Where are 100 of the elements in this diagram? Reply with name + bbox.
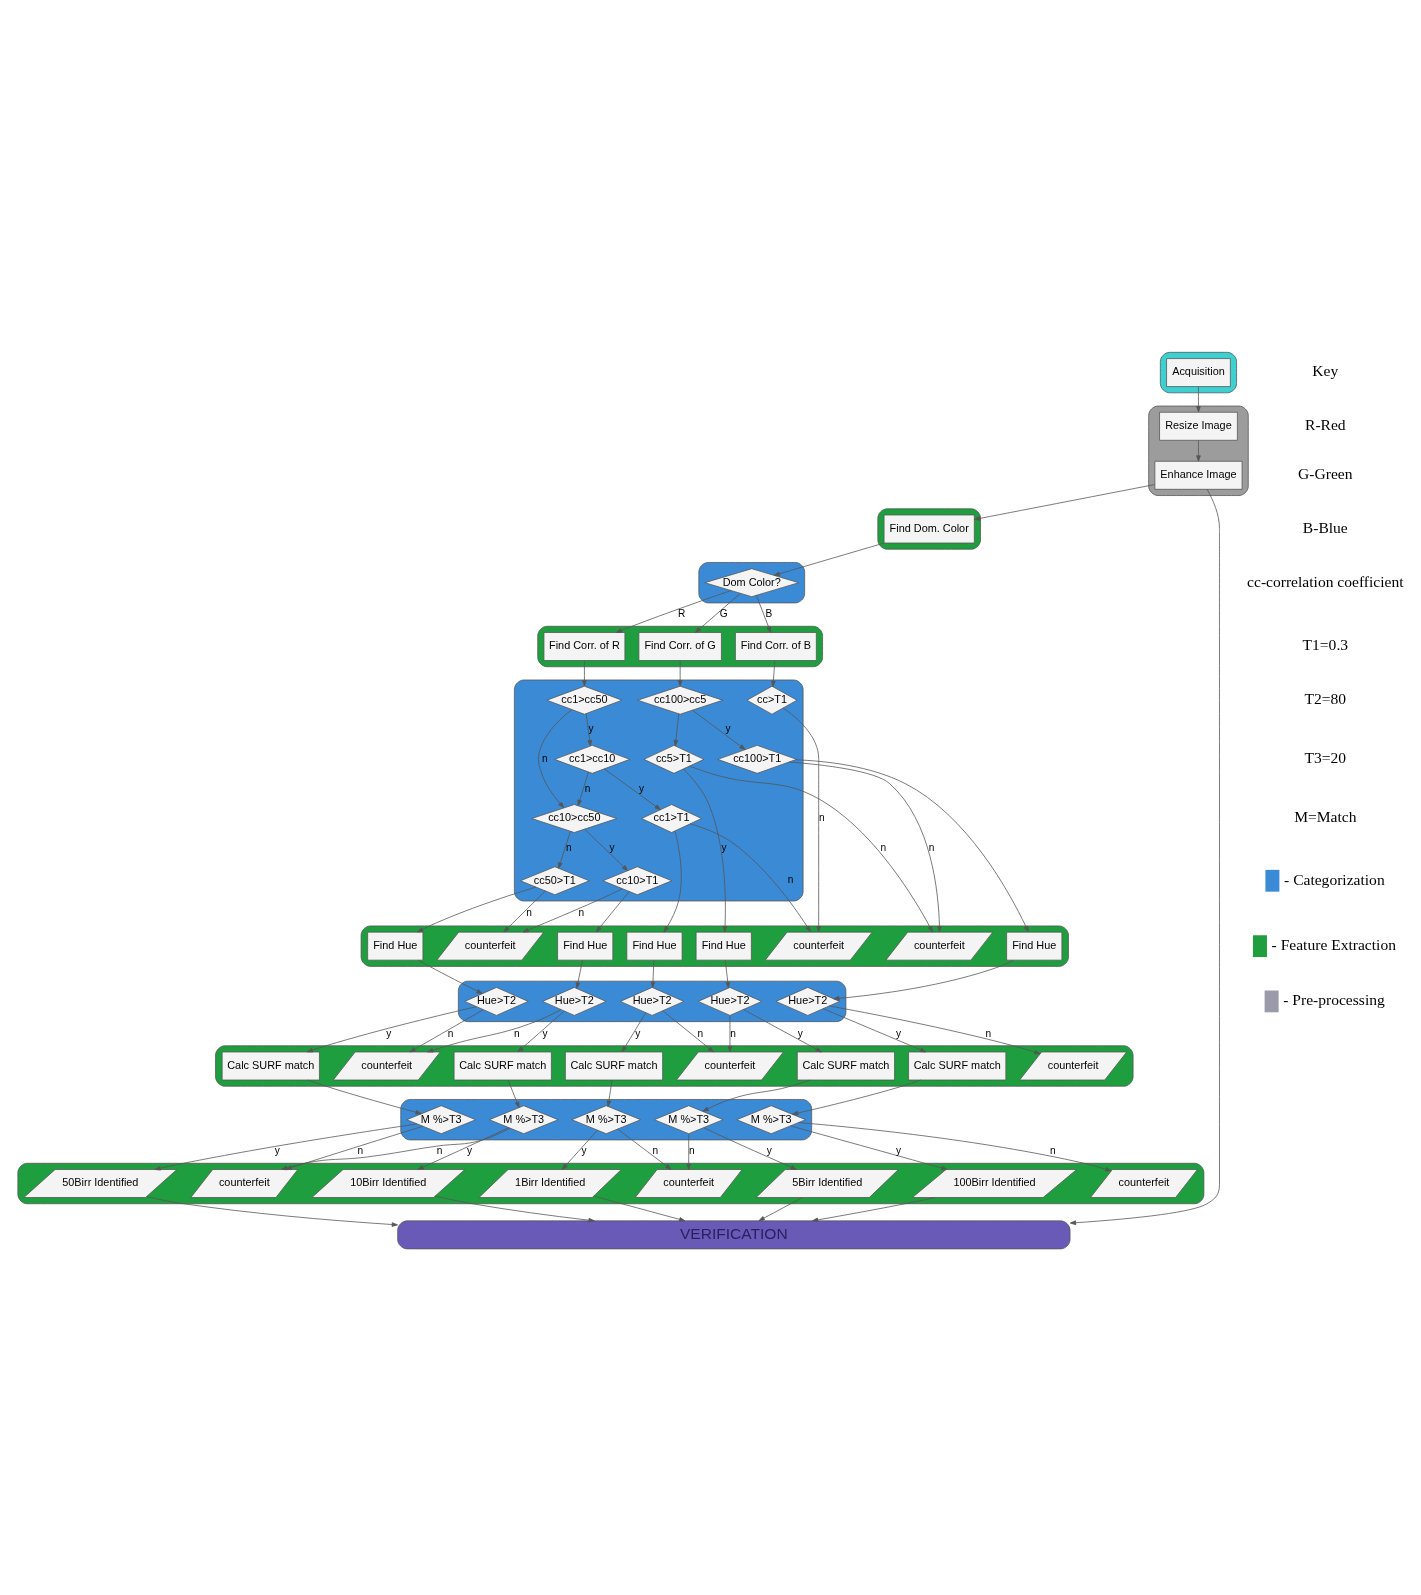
arrow <box>517 1010 565 1053</box>
arrow <box>790 1125 948 1171</box>
node-box: Calc SURF match <box>796 1051 895 1081</box>
edge-label: n <box>526 907 532 919</box>
edge-label: n <box>578 907 585 919</box>
legend-label: - Pre-processing <box>1283 991 1385 1009</box>
node-diamond: Hue>T2 <box>697 987 763 1016</box>
node-diamond: Hue>T2 <box>619 987 685 1016</box>
node-box: Find Hue <box>695 931 752 961</box>
label: G-Green <box>1298 465 1353 483</box>
label: T1=0.3 <box>1302 636 1349 654</box>
node-box: Calc SURF match <box>564 1051 664 1081</box>
arrow <box>662 1010 714 1053</box>
arrow <box>503 890 546 933</box>
label: B-Blue <box>1302 518 1348 536</box>
cluster <box>1159 351 1237 394</box>
arrow <box>792 1079 922 1116</box>
arrow <box>417 1127 509 1170</box>
arrow <box>575 959 583 989</box>
arrow <box>418 959 483 994</box>
arrow <box>409 1009 484 1053</box>
arrow <box>593 1195 686 1222</box>
arrow <box>1069 489 1220 1226</box>
legend-label: - Categorization <box>1284 870 1385 888</box>
arrow <box>595 891 630 933</box>
arrow <box>689 823 811 933</box>
arrow <box>833 959 1014 1001</box>
edge-label: n <box>985 1027 992 1039</box>
edge-label: y <box>581 1145 587 1157</box>
arrow <box>434 1195 595 1223</box>
arrow <box>558 830 571 869</box>
arrow <box>603 768 661 811</box>
node-diamond: Hue>T2 <box>542 987 607 1016</box>
arrow <box>703 1127 797 1170</box>
arrow <box>689 765 933 933</box>
arrow <box>773 542 885 576</box>
arrow <box>702 1079 811 1112</box>
edge-label: y <box>895 1145 901 1157</box>
arrow <box>307 1079 422 1115</box>
edge-label: n <box>447 1027 454 1039</box>
node-box: Calc SURF match <box>453 1051 552 1081</box>
arrow <box>615 590 732 633</box>
arrow <box>798 1122 1112 1172</box>
edge-label: n <box>566 841 572 853</box>
edge-label: n <box>689 1145 695 1157</box>
arrow <box>617 1128 672 1170</box>
arrow <box>507 1079 520 1108</box>
edge-label: y <box>635 1027 641 1039</box>
arrow <box>828 1005 1041 1055</box>
arrow <box>677 660 683 687</box>
node-diamond: cc50>T1 <box>520 866 590 896</box>
node-diamond: cc5>T1 <box>643 744 705 774</box>
arrow <box>673 713 680 747</box>
edge-label: y <box>386 1027 392 1039</box>
edge-label: n <box>1050 1145 1056 1157</box>
edge-label: y <box>721 841 727 853</box>
edge-label: n <box>787 874 794 886</box>
arrow <box>686 1133 691 1170</box>
node-diamond: cc1>cc50 <box>546 685 623 715</box>
arrow <box>782 707 821 933</box>
edge-label: B <box>765 608 773 620</box>
label: T3=20 <box>1304 749 1347 767</box>
edge-label: y <box>797 1027 803 1039</box>
edge-label: R <box>678 608 686 620</box>
edge-label: n <box>436 1145 443 1157</box>
arrow <box>561 1129 598 1170</box>
node-box: Find Dom. Color <box>883 514 975 544</box>
edge-label: y <box>609 841 615 853</box>
edge-label: n <box>880 841 887 853</box>
edge-label: n <box>730 1027 736 1039</box>
arrow <box>683 768 728 933</box>
arrow <box>585 713 593 747</box>
edge-label: y <box>274 1145 280 1157</box>
node-diamond: cc>T1 <box>746 685 798 715</box>
arrow <box>577 771 589 806</box>
arrow <box>771 660 776 687</box>
edge-label: n <box>928 841 935 853</box>
arrow <box>663 830 682 933</box>
arrow <box>756 595 772 633</box>
edge-label: n <box>818 812 825 824</box>
arrow <box>695 593 741 633</box>
arrow <box>822 1008 927 1053</box>
node-diamond: cc1>cc10 <box>554 744 631 774</box>
node-box: Find Corr. of G <box>638 632 722 661</box>
edge-label: y <box>766 1145 772 1157</box>
node-box: Enhance Image <box>1154 460 1243 490</box>
legend-label: - Feature Extraction <box>1271 936 1396 954</box>
edge-label: n <box>697 1027 704 1039</box>
edge-label: n <box>357 1145 364 1157</box>
arrow <box>789 761 942 933</box>
arrow <box>1196 440 1201 462</box>
node-box: Acquisition <box>1166 358 1231 387</box>
edge-label: y <box>639 782 645 794</box>
edge-label: y <box>725 723 731 735</box>
label: T2=80 <box>1304 690 1347 708</box>
edge-label: G <box>719 608 728 620</box>
edge-label: y <box>467 1145 473 1157</box>
edge-label: n <box>513 1027 520 1039</box>
node-diamond: cc100>cc5 <box>637 685 724 715</box>
arrow <box>650 959 656 988</box>
